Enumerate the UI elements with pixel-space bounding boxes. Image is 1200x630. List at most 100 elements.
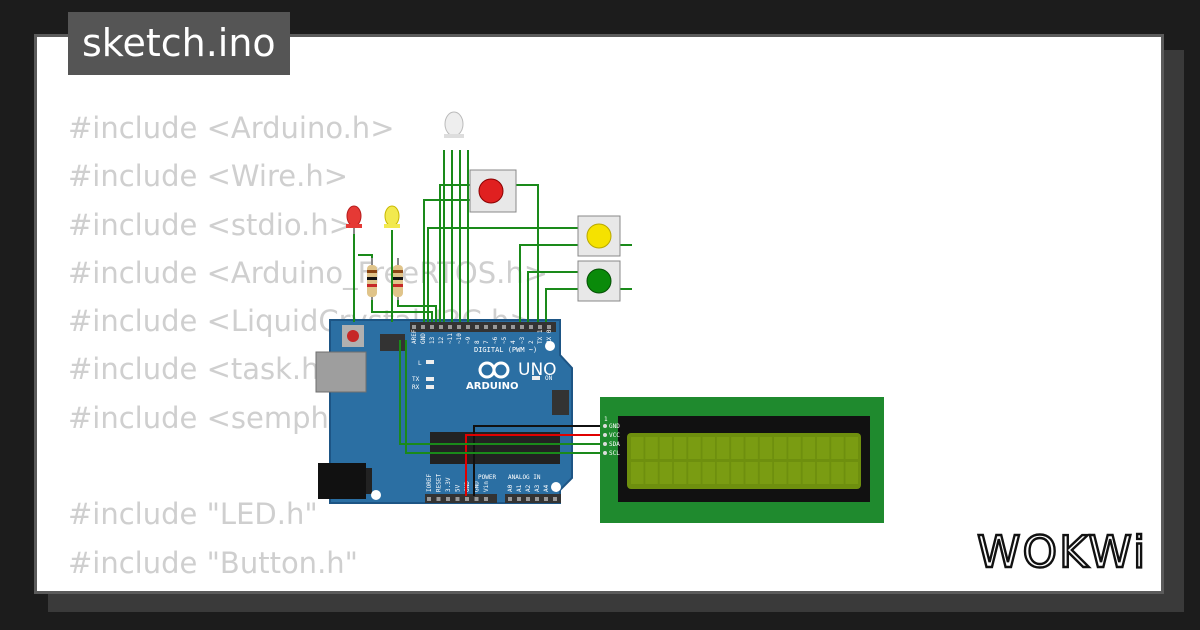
power-pin-label: Vin [483,481,490,492]
digital-pin[interactable] [430,325,434,329]
lcd-cell [631,437,644,459]
code-line: #include <Arduino_FreeRTOS.h> [68,255,549,290]
digital-pin-label: ~11 [447,333,454,344]
arduino-uno-board[interactable]: DIGITAL (PWM ~) ARDUINO UNO ON L TX RX P… [315,319,573,504]
analog-pin[interactable] [535,497,539,501]
lcd-cell [716,462,730,484]
lcd-cell [845,437,858,459]
digital-pin[interactable] [493,325,497,329]
wokwi-logo: WOKWi [976,526,1147,577]
digital-pin-label: 4 [510,340,517,344]
analog-pin[interactable] [526,497,530,501]
green-button[interactable] [577,260,621,302]
digital-pin[interactable] [439,325,443,329]
lcd-cell [702,437,715,459]
digital-pin[interactable] [466,325,470,329]
lcd-cell [774,437,787,459]
analog-pin-label: A4 [543,484,550,492]
digital-pin[interactable] [475,325,479,329]
lcd-cell [845,462,858,484]
digital-pin[interactable] [484,325,488,329]
digital-pin-label: ~6 [492,336,499,344]
power-pin[interactable] [484,497,488,501]
power-pin[interactable] [465,497,469,501]
analog-pin[interactable] [553,497,557,501]
digital-pin-label: TX 1 [537,329,544,344]
yellow-button[interactable] [577,215,621,257]
analog-pin[interactable] [508,497,512,501]
lcd-cell [816,462,830,484]
lcd-cell [731,462,744,484]
digital-pin-label: GND [420,333,427,344]
analog-pin[interactable] [517,497,521,501]
arduino-model: UNO [518,360,557,380]
lcd-cell [745,437,758,459]
lcd-cell [831,437,844,459]
lcd-cell [702,462,715,484]
lcd-pin[interactable] [603,433,607,437]
tx-label: TX [412,376,420,383]
digital-pin-label: AREF [411,329,418,344]
lcd-pin-label: SDA [609,441,620,448]
lcd-pin-index: 1 [604,416,608,423]
red-led[interactable] [346,205,362,234]
lcd-pin-label: SCL [609,450,620,457]
digital-pin-label: ~9 [465,336,472,344]
digital-pin-label: ~3 [519,336,526,344]
analog-pin-label: A3 [534,484,541,492]
power-pin-label: GND [474,481,481,492]
lcd-cell [831,462,844,484]
digital-pin[interactable] [502,325,506,329]
digital-pin-label: 2 [528,340,535,344]
preview-card [34,34,1164,594]
digital-pin[interactable] [412,325,416,329]
red-button[interactable] [469,169,517,213]
power-pin-label: IOREF [426,474,433,492]
power-pin-label: 5V [455,484,462,492]
power-pin[interactable] [446,497,450,501]
lcd-cell [745,462,758,484]
lcd-cell [731,437,744,459]
digital-pin[interactable] [511,325,515,329]
power-header [425,494,497,503]
power-pin[interactable] [474,497,479,501]
lcd-cell [788,462,801,484]
usb-port [315,351,367,393]
digital-pin-label: ~5 [501,336,508,344]
analog-pin-label: A0 [507,484,514,492]
lcd-cell [788,437,801,459]
lcd-pin-label: VCC [609,432,620,439]
power-pin[interactable] [455,497,460,501]
digital-pin[interactable] [529,325,533,329]
digital-pin[interactable] [538,325,542,329]
lcd-cell [688,462,701,484]
yellow-led[interactable] [384,205,400,228]
lcd-cell [659,462,673,484]
code-preview: #include <Arduino.h>#include <Wire.h>#in… [68,104,548,587]
digital-pin[interactable] [547,325,551,329]
file-tab[interactable]: sketch.ino [68,12,290,75]
resistor[interactable] [393,258,403,300]
lcd-cell [645,437,658,459]
analog-pin-label: A2 [525,484,532,492]
lcd-cell [631,462,644,484]
lcd-pin[interactable] [603,424,607,428]
power-pin[interactable] [436,497,441,501]
digital-pin[interactable] [457,325,461,329]
digital-pin[interactable] [520,325,524,329]
lcd-cell [816,437,830,459]
digital-pin[interactable] [421,325,425,329]
lcd-pin[interactable] [603,442,607,446]
lcd-cell [673,462,687,484]
analog-pin[interactable] [544,497,548,501]
rgb-led[interactable] [444,111,464,138]
lcd-pin[interactable] [603,451,607,455]
power-pin[interactable] [427,497,431,501]
resistor[interactable] [367,258,377,300]
digital-pin[interactable] [448,325,452,329]
power-pin-label: 3.3V [445,477,452,492]
code-line: #include <Arduino.h> [68,111,395,145]
digital-pin-label: 7 [483,340,490,344]
